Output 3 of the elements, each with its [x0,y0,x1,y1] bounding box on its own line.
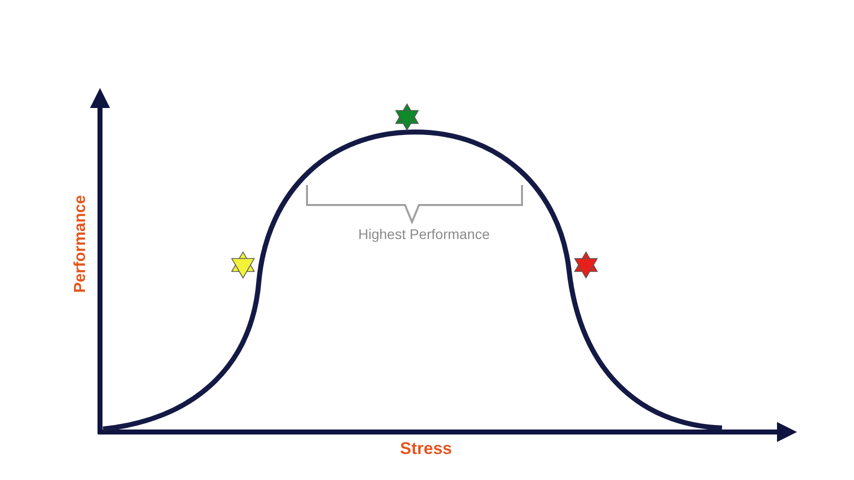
x-axis-title: Stress [400,439,452,459]
y-axis-title: Performance [72,195,90,293]
bracket-label: Highest Performance [358,226,490,242]
